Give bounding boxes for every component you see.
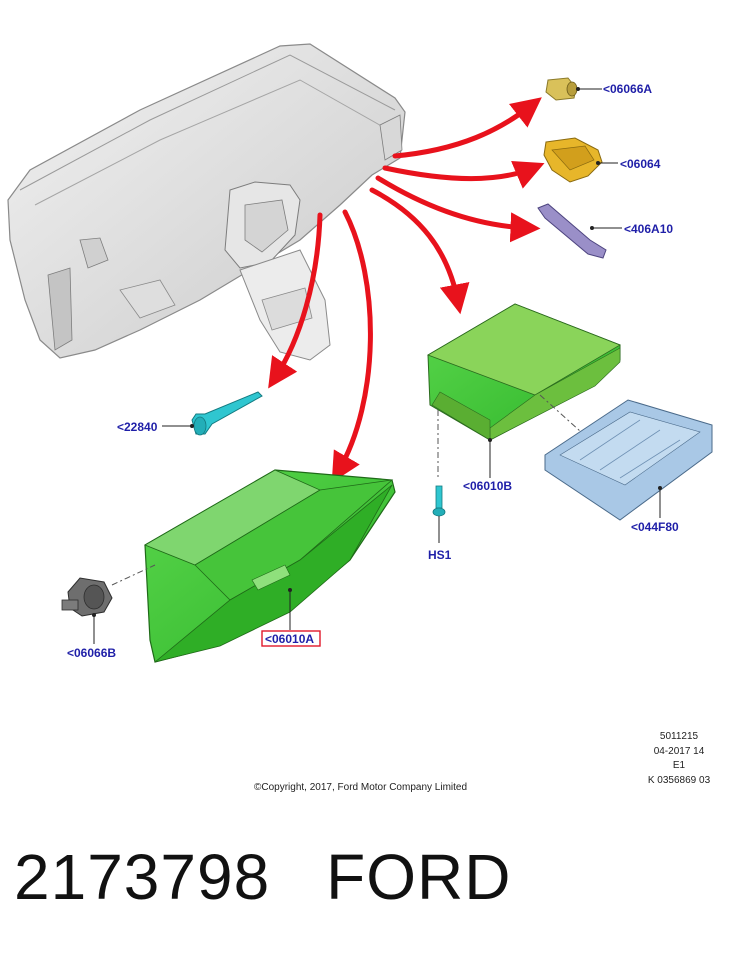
callout-06066B[interactable]: <06066B: [67, 646, 116, 660]
callout-06010A[interactable]: <06010A: [265, 632, 314, 646]
arrow-to-06064: [382, 161, 545, 189]
reference-code: 04-2017 14: [653, 745, 705, 757]
part-06064-housing: [543, 137, 618, 183]
callout-06064[interactable]: <06064: [620, 157, 661, 171]
reference-code: K 0356869 03: [647, 774, 711, 786]
callout-06010B[interactable]: <06010B: [463, 479, 512, 493]
arrow-to-22840: [268, 212, 323, 389]
brand-name: FORD: [326, 841, 512, 913]
arrow-to-06010A: [331, 209, 373, 483]
part-06010B-module: [427, 303, 621, 480]
part-406A10-cable: [537, 203, 622, 259]
callout-06066A[interactable]: <06066A: [603, 82, 652, 96]
callout-HS1[interactable]: HS1: [428, 548, 452, 562]
part-22840-pin: [162, 391, 263, 436]
part-number: 2173798: [14, 841, 271, 913]
callout-044F80[interactable]: <044F80: [631, 520, 679, 534]
dashboard-assembly: [7, 43, 406, 361]
callout-06010A-highlight-box: [261, 630, 321, 647]
reference-code: 5011215: [659, 731, 699, 742]
part-HS1-screw: [432, 485, 446, 543]
part-06066A-switch: [545, 77, 602, 101]
arrow-to-406A10: [375, 175, 541, 243]
red-arrows: [268, 97, 545, 483]
arrow-to-06010B: [369, 187, 470, 315]
callout-22840[interactable]: <22840: [117, 420, 158, 434]
part-06066B-switch: [61, 577, 113, 644]
part-number-caption: 2173798 FORD: [14, 840, 511, 914]
reference-code: E1: [672, 760, 686, 771]
reference-codes: 5011215 04-2017 14 E1 K 0356869 03: [634, 730, 724, 788]
callout-406A10[interactable]: <406A10: [624, 222, 673, 236]
part-044F80-bracket: [544, 399, 713, 521]
arrow-to-06066A: [392, 97, 542, 159]
copyright-text: ©Copyright, 2017, Ford Motor Company Lim…: [254, 782, 468, 793]
part-06010A-glove-box: [111, 469, 396, 663]
